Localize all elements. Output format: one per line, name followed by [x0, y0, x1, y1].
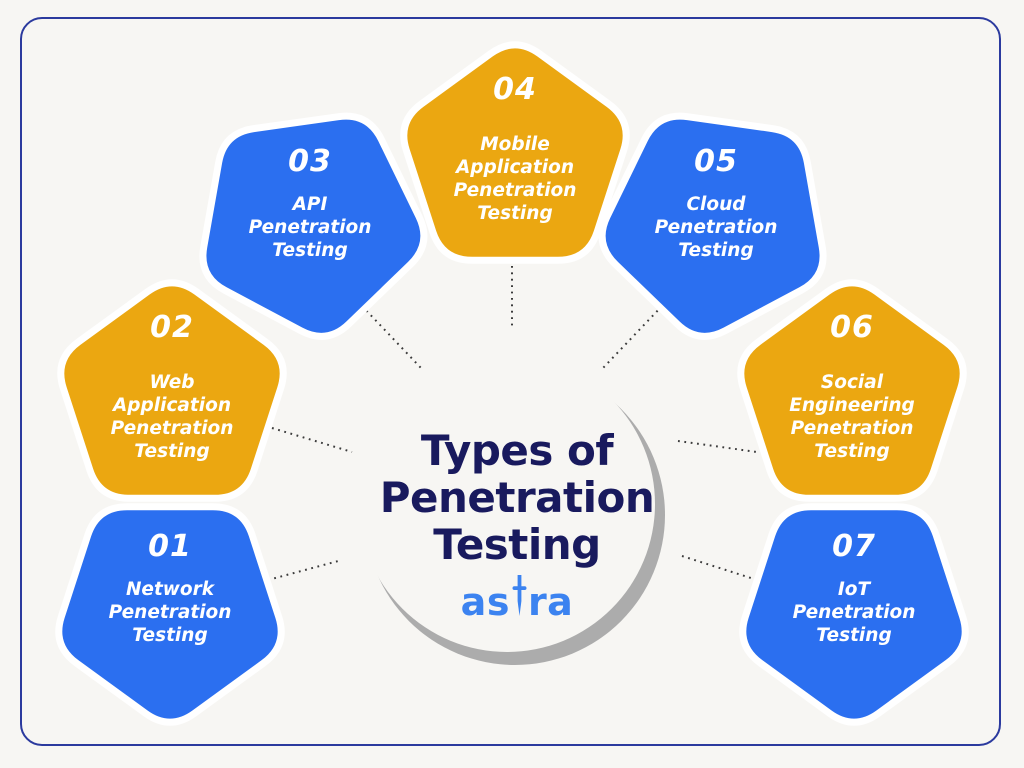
connectors — [267, 266, 758, 581]
astra-logo: as ra — [337, 575, 697, 628]
center-content: Types of Penetration Testing as ra — [337, 427, 697, 628]
connector-03 — [361, 305, 422, 369]
pentagon-03-shape — [199, 112, 428, 340]
pentagon-04-shape — [400, 41, 630, 264]
pentagons — [55, 41, 969, 726]
center-circle — [359, 356, 665, 665]
sword-icon — [512, 574, 527, 627]
pentagon-02-shape — [57, 279, 287, 502]
astra-logo-text-left: as — [460, 579, 510, 624]
pentagon-01-shape — [55, 503, 285, 726]
pentagon-05-shape — [598, 112, 827, 340]
connector-01 — [267, 559, 343, 581]
connector-02 — [271, 427, 353, 453]
pentagon-07-shape — [739, 503, 969, 726]
connector-06 — [677, 440, 758, 453]
astra-logo-text-right: ra — [527, 579, 574, 624]
diagram-title: Types of Penetration Testing — [379, 426, 655, 569]
connector-05 — [602, 305, 663, 369]
center-circle-face — [359, 356, 655, 652]
pentagon-06-shape — [737, 279, 967, 502]
